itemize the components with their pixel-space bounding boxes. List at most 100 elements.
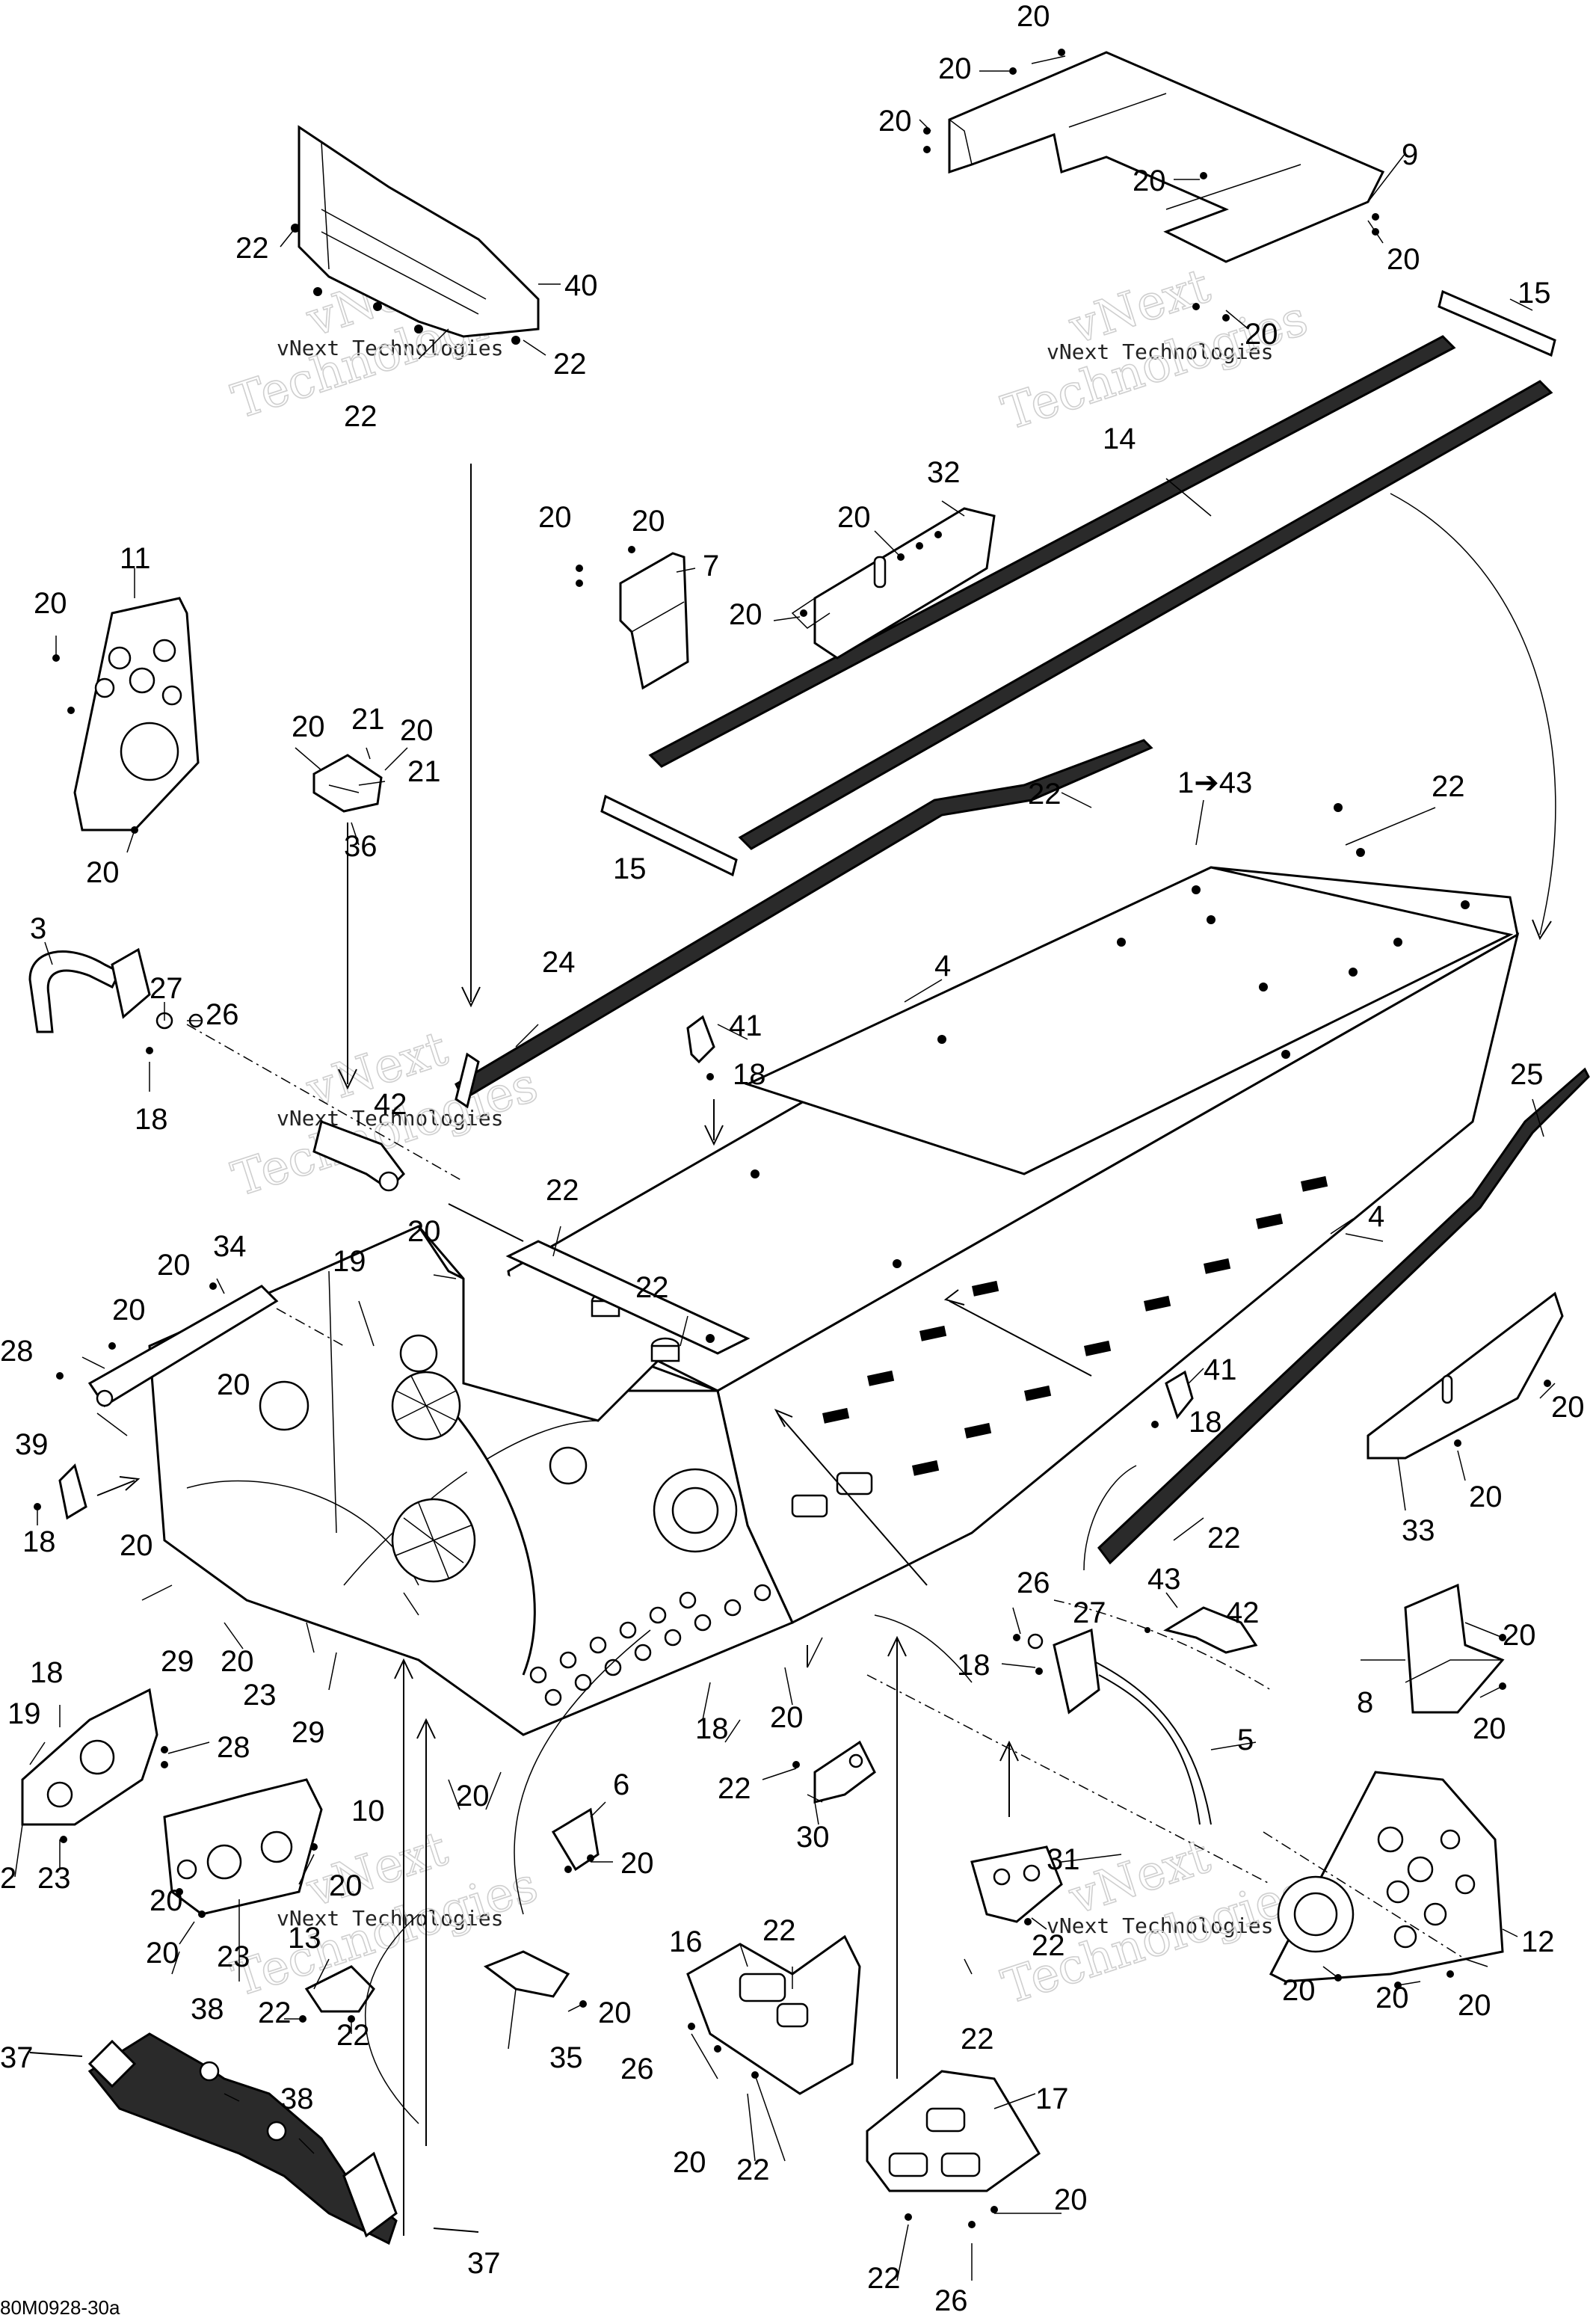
- callout-42: 42: [1226, 1596, 1260, 1629]
- part-24-trim: [455, 739, 1153, 1109]
- part-30-bracket: [792, 1740, 876, 1804]
- callout-30: 30: [796, 1821, 830, 1854]
- callout-2: 2: [0, 1862, 16, 1895]
- callout-18: 18: [135, 1103, 168, 1136]
- callout-22: 22: [1028, 778, 1062, 811]
- part-16-mount: [686, 1934, 861, 2095]
- callout-39: 39: [15, 1428, 49, 1461]
- part-31-bracket: [970, 1845, 1063, 1925]
- watermark-small: vNext Technologies: [1047, 1913, 1273, 1938]
- callout-20: 20: [1245, 318, 1278, 351]
- callout-26: 26: [1017, 1567, 1050, 1599]
- callout-20: 20: [1387, 243, 1420, 276]
- part-9-cover: [923, 49, 1385, 322]
- callout-20: 20: [34, 587, 67, 620]
- callout-20: 20: [150, 1884, 183, 1917]
- part-14-rails: [600, 289, 1556, 941]
- callout-18: 18: [1189, 1406, 1222, 1439]
- callout-22: 22: [344, 400, 378, 433]
- part-33-bracket: [1367, 1291, 1564, 1460]
- callout-28: 28: [0, 1335, 34, 1368]
- callout-20: 20: [112, 1294, 146, 1326]
- callout-23: 23: [37, 1862, 71, 1895]
- callout-24: 24: [542, 946, 576, 979]
- callout-10: 10: [351, 1795, 385, 1827]
- callout-22: 22: [762, 1914, 796, 1947]
- part-37-skid: [29, 2032, 479, 2245]
- callout-18: 18: [957, 1649, 990, 1682]
- callout-43: 43: [1147, 1563, 1181, 1596]
- callout-20: 20: [157, 1249, 191, 1282]
- callout-18: 18: [733, 1058, 766, 1091]
- callout-28: 28: [217, 1731, 250, 1764]
- part-6-bracket: [551, 1807, 600, 1873]
- callout-40: 40: [564, 269, 598, 302]
- deck-bolts: [706, 803, 1470, 1343]
- callout-36: 36: [344, 830, 378, 863]
- callout-8: 8: [1357, 1686, 1373, 1719]
- callout-4: 4: [934, 950, 951, 983]
- callout-20: 20: [120, 1529, 153, 1562]
- part-3-handle: [28, 947, 203, 1054]
- callout-20: 20: [146, 1937, 179, 1970]
- callout-20: 20: [729, 598, 762, 631]
- callout-16: 16: [669, 1925, 703, 1958]
- callout-35: 35: [549, 2041, 583, 2074]
- callout-18: 18: [22, 1525, 56, 1558]
- callout-26: 26: [620, 2053, 654, 2085]
- callout-37: 37: [467, 2247, 501, 2280]
- callout-20: 20: [456, 1780, 490, 1813]
- callout-20: 20: [1133, 165, 1166, 197]
- callout-1-43: 1➔43: [1177, 766, 1252, 799]
- part-32-bracket: [791, 507, 996, 660]
- callout-23: 23: [217, 1940, 250, 1973]
- callout-22: 22: [1207, 1522, 1241, 1555]
- callout-20: 20: [632, 505, 665, 538]
- callout-22: 22: [718, 1772, 751, 1805]
- callout-42: 42: [374, 1088, 407, 1121]
- callout-19: 19: [333, 1245, 366, 1278]
- callout-22: 22: [258, 1996, 292, 2029]
- part-17-mount: [866, 2070, 1041, 2228]
- callout-20: 20: [292, 710, 325, 743]
- callout-14: 14: [1103, 422, 1136, 455]
- part-7-flap: [576, 546, 689, 690]
- callout-20: 20: [1054, 2183, 1088, 2216]
- callout-15: 15: [613, 852, 647, 885]
- callout-22: 22: [1032, 1929, 1065, 1962]
- part-36-bracket: [312, 754, 383, 813]
- callout-26: 26: [934, 2284, 968, 2317]
- callout-25: 25: [1510, 1058, 1544, 1091]
- callout-5: 5: [1237, 1724, 1254, 1756]
- part-2-bracket: [21, 1688, 168, 1843]
- callout-20: 20: [217, 1368, 250, 1401]
- callout-20: 20: [1469, 1481, 1503, 1513]
- callout-29: 29: [292, 1716, 325, 1749]
- callout-29: 29: [161, 1645, 194, 1678]
- part-10-plate: [163, 1778, 323, 1918]
- part-25-trim: [1097, 1067, 1590, 1565]
- callout-15: 15: [1518, 277, 1551, 310]
- callout-20: 20: [86, 856, 120, 889]
- callout-19: 19: [7, 1697, 41, 1730]
- callout-20: 20: [673, 2146, 706, 2179]
- watermark-small: vNext Technologies: [1047, 339, 1273, 364]
- callout-12: 12: [1521, 1925, 1555, 1958]
- callout-22: 22: [867, 2262, 901, 2295]
- callout-37: 37: [0, 2041, 34, 2074]
- watermark-small: vNext Technologies: [277, 336, 503, 360]
- callout-20: 20: [878, 105, 912, 138]
- callout-20: 20: [1458, 1989, 1491, 2022]
- callout-18: 18: [30, 1656, 64, 1689]
- callout-3: 3: [30, 912, 46, 945]
- callout-22: 22: [635, 1271, 669, 1304]
- part-39-bracket: [34, 1463, 87, 1520]
- drawing-code: 80M0928-30a: [0, 2296, 120, 2318]
- callout-21: 21: [407, 755, 441, 788]
- callout-20: 20: [538, 501, 572, 534]
- callout-9: 9: [1402, 138, 1418, 171]
- callout-22: 22: [1432, 770, 1465, 803]
- part-42-strap-left: [312, 1120, 405, 1192]
- callout-20: 20: [407, 1215, 441, 1248]
- callout-13: 13: [288, 1922, 321, 1955]
